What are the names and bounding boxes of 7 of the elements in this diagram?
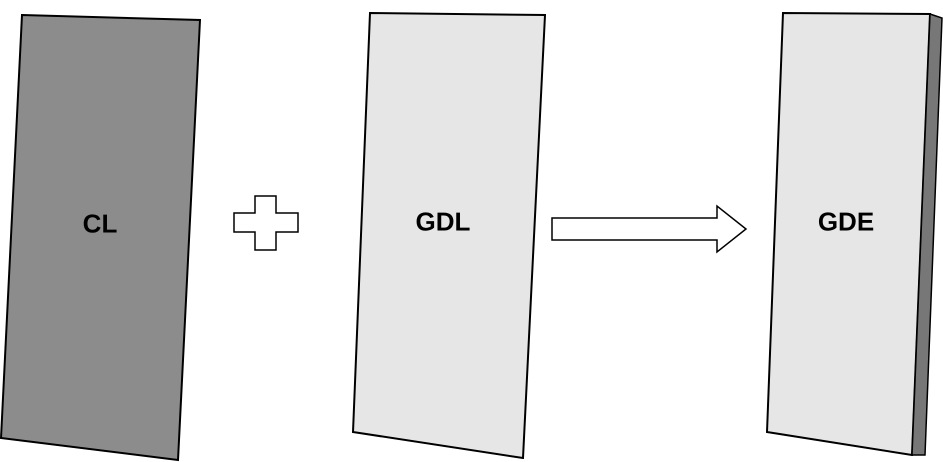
hollow-arrow bbox=[551, 204, 748, 254]
panel-label: CL bbox=[82, 208, 118, 240]
panel-label: GDL bbox=[416, 206, 470, 238]
panel-label: GDE bbox=[818, 206, 874, 238]
panel bbox=[0, 14, 201, 462]
panel bbox=[352, 12, 546, 459]
panel bbox=[766, 12, 943, 456]
